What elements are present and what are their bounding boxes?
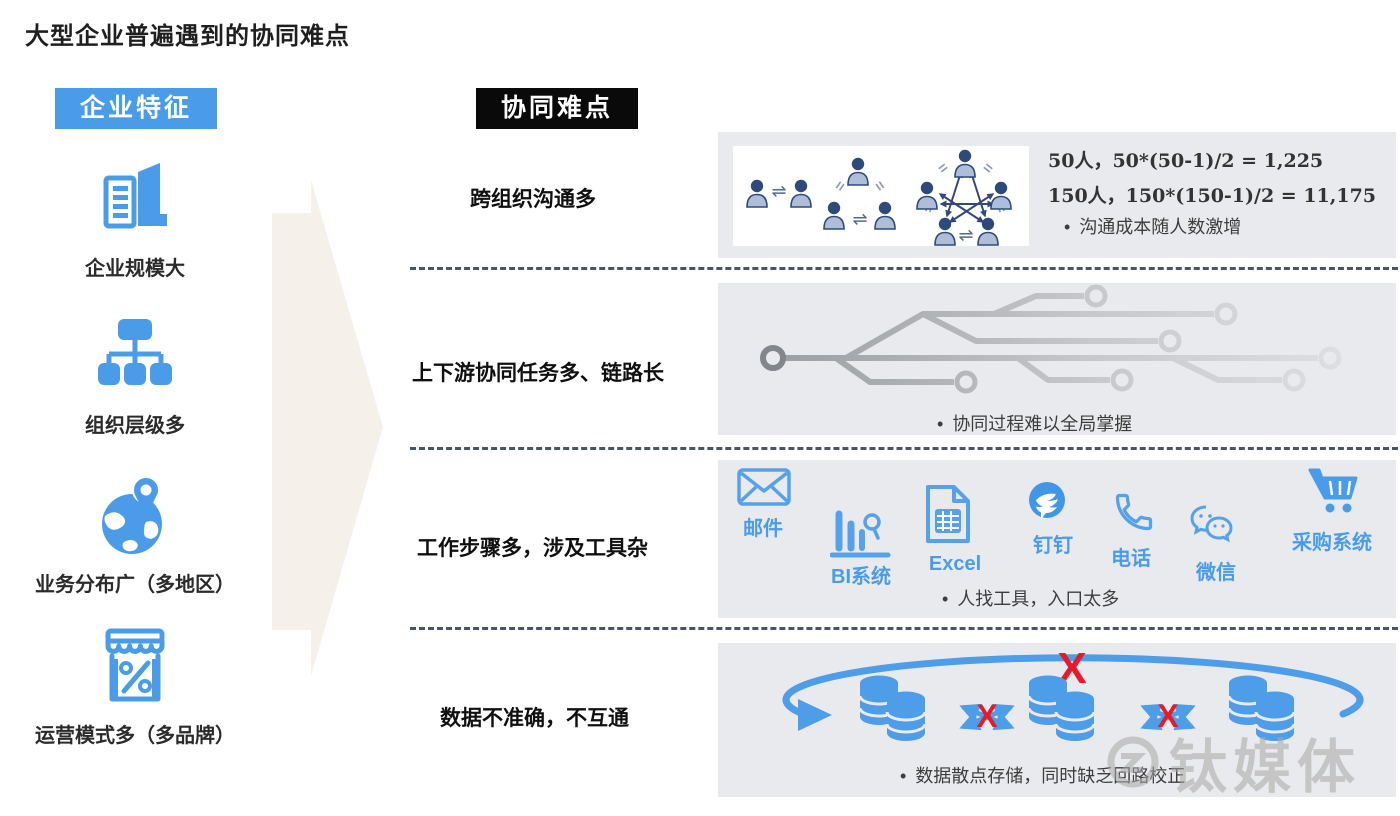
tool-label-phone: 电话 <box>1111 548 1151 570</box>
feature-item-scale: 企业规模大 <box>25 156 245 281</box>
globe-pin-icon <box>102 476 162 554</box>
cart-icon <box>1308 468 1358 513</box>
feature-label: 企业规模大 <box>85 258 185 280</box>
row-label-communication: 跨组织沟通多 <box>470 188 596 211</box>
people-network-figure: ⇌ = = ⇌ = = = = ⇌ <box>733 146 1029 246</box>
watermark: 钛媒体 <box>1105 720 1361 804</box>
storefront-icon <box>105 628 165 702</box>
excel-icon <box>926 485 970 543</box>
feature-item-levels: 组织层级多 <box>25 313 245 438</box>
watermark-logo-icon <box>1107 736 1159 788</box>
dingtalk-icon <box>1029 482 1065 519</box>
formula-150: 150人，150*(150-1)/2 = 11,175 <box>1048 185 1377 207</box>
tool-label-excel: Excel <box>928 553 982 575</box>
bi-chart-icon <box>830 510 891 558</box>
row-label-chain: 上下游协同任务多、链路长 <box>412 362 664 385</box>
mail-icon <box>737 468 791 506</box>
wechat-icon <box>1190 505 1233 543</box>
left-header-badge: 企业特征 <box>55 88 217 129</box>
right-header-badge: 协同难点 <box>476 88 638 129</box>
row-label-data: 数据不准确，不互通 <box>440 707 629 730</box>
svg-text:=: = <box>979 159 997 178</box>
feature-label: 运营模式多（多品牌） <box>35 725 235 747</box>
svg-text:=: = <box>831 178 850 195</box>
svg-text:X: X <box>1157 698 1179 734</box>
feature-label: 组织层级多 <box>85 415 185 437</box>
watermark-text: 钛媒体 <box>1169 735 1362 800</box>
page-title: 大型企业普遍遇到的协同难点 <box>25 23 350 50</box>
chain-branches-icon <box>760 284 1342 394</box>
row-label-tools: 工作步骤多，涉及工具杂 <box>417 537 648 560</box>
svg-text:⇌: ⇌ <box>852 209 867 229</box>
bullet-tools: 人找工具，入口太多 <box>942 585 1119 611</box>
svg-text:X: X <box>976 698 998 734</box>
formula-50: 50人，50*(50-1)/2 = 1,225 <box>1048 150 1324 172</box>
org-chart-icon <box>98 319 172 385</box>
feature-item-brands: 运营模式多（多品牌） <box>25 623 245 748</box>
feature-label: 业务分布广（多地区） <box>35 574 235 596</box>
svg-text:⇌: ⇌ <box>771 181 786 201</box>
tool-label-dingtalk: 钉钉 <box>1033 535 1073 557</box>
data-silos-icon: X X X <box>782 644 1364 797</box>
bullet-communication: 沟通成本随人数激增 <box>1064 213 1241 239</box>
tool-label-purchase: 采购系统 <box>1292 532 1372 554</box>
feature-item-regions: 业务分布广（多地区） <box>25 472 245 597</box>
divider-dashed <box>410 447 1398 450</box>
tool-label-bi: BI系统 <box>831 566 891 588</box>
divider-dashed <box>410 267 1398 270</box>
bullet-chain: 协同过程难以全局掌握 <box>937 410 1132 436</box>
divider-dashed <box>410 627 1398 630</box>
tool-label-wechat: 微信 <box>1196 562 1236 584</box>
people-network-icon: ⇌ = = ⇌ = = = = ⇌ <box>746 149 1012 246</box>
svg-text:⇌: ⇌ <box>958 225 973 245</box>
right-arrow-shape <box>272 180 383 676</box>
svg-text:=: = <box>935 159 953 178</box>
phone-icon <box>1115 493 1153 531</box>
svg-text:=: = <box>870 178 889 195</box>
tool-label-mail: 邮件 <box>743 518 783 540</box>
building-icon <box>103 163 167 229</box>
